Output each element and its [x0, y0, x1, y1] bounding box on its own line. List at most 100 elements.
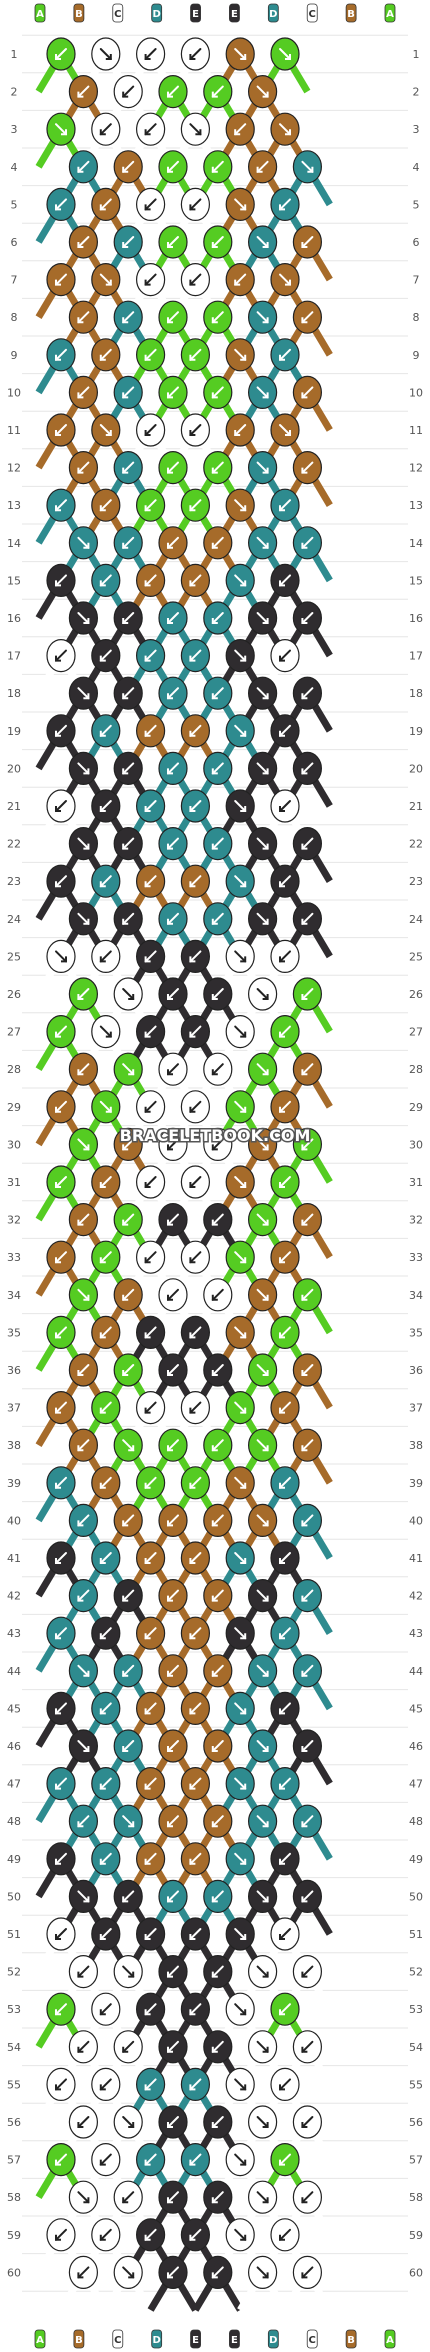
- row-number-left: 34: [7, 1289, 21, 1302]
- knot-arrow-icon: [55, 273, 67, 286]
- knot-arrow-icon: [211, 1288, 224, 1301]
- knot-arrowhead-icon: [99, 881, 106, 888]
- knot-arrow-icon: [279, 1852, 291, 1865]
- knot-arrowhead-icon: [279, 354, 285, 361]
- knot-arrowhead-icon: [122, 1896, 129, 1903]
- knot-arrowhead-icon: [240, 1482, 247, 1489]
- row-number-left: 59: [7, 2229, 21, 2242]
- knot-arrow-icon: [144, 1702, 157, 1715]
- knot-arrowhead-icon: [279, 881, 285, 888]
- knot-arrowhead-icon: [122, 2046, 129, 2053]
- knot-arrow-icon: [55, 1777, 67, 1790]
- knot-arrowhead-icon: [99, 1182, 106, 1188]
- knot-arrowhead-icon: [167, 1595, 173, 1602]
- knot-arrowhead-icon: [262, 1219, 269, 1226]
- knot-arrow-icon: [234, 1251, 247, 1264]
- knot-arrowhead-icon: [144, 580, 151, 587]
- row-number-left: 24: [7, 913, 21, 926]
- knot-arrow-icon: [99, 1702, 112, 1715]
- knot-arrow-icon: [234, 273, 247, 286]
- knot-arrow-icon: [301, 988, 314, 1000]
- knot-arrowhead-icon: [301, 768, 308, 775]
- knot-arrowhead-icon: [77, 1595, 84, 1602]
- knot-arrow-icon: [279, 1702, 291, 1715]
- row-number-left: 28: [7, 1063, 21, 1076]
- knot-arrowhead-icon: [99, 354, 106, 361]
- knot-arrowhead-icon: [167, 693, 173, 700]
- row-number-right: 32: [409, 1214, 423, 1227]
- knot-arrow-icon: [279, 2003, 291, 2016]
- row-number-left: 43: [7, 1627, 21, 1640]
- knot-arrowhead-icon: [301, 1821, 308, 1828]
- knot-arrow-icon: [122, 1138, 135, 1151]
- knot-arrowhead-icon: [240, 1858, 247, 1865]
- knot-arrowhead-icon: [211, 768, 218, 775]
- row-number-right: 33: [409, 1251, 423, 1264]
- row-number-left: 35: [7, 1326, 21, 1339]
- strand-label-bottom-swatch: [384, 2329, 396, 2349]
- knot-arrowhead-icon: [167, 1445, 173, 1452]
- knot-arrowhead-icon: [285, 129, 291, 136]
- row-number-left: 56: [7, 2116, 21, 2129]
- knot-arrow-icon: [279, 2228, 291, 2241]
- knot-arrow-icon: [167, 912, 179, 925]
- knot-arrow-icon: [279, 1476, 291, 1489]
- knot-arrow-icon: [99, 2153, 112, 2166]
- knot-arrow-icon: [167, 1138, 179, 1151]
- knot-arrow-icon: [256, 536, 269, 549]
- knot-arrow-icon: [144, 1326, 157, 1339]
- knot-arrow-icon: [256, 1063, 269, 1076]
- knot-arrowhead-icon: [240, 1106, 247, 1113]
- knot-arrowhead-icon: [55, 1031, 61, 1038]
- knot-arrowhead-icon: [55, 430, 61, 436]
- knot-arrowhead-icon: [122, 542, 129, 549]
- knot-arrow-icon: [211, 1815, 224, 1828]
- knot-arrowhead-icon: [189, 730, 196, 737]
- knot-arrowhead-icon: [279, 1633, 285, 1640]
- knot-arrowhead-icon: [128, 1971, 135, 1978]
- knot-arrowhead-icon: [99, 655, 106, 662]
- knot-arrowhead-icon: [144, 1257, 151, 1264]
- row-number-left: 45: [7, 1702, 21, 1715]
- knot-arrowhead-icon: [55, 1407, 61, 1414]
- knot-arrow-icon: [167, 1288, 179, 1301]
- knot-arrowhead-icon: [144, 430, 151, 436]
- knot-arrow-icon: [167, 687, 179, 700]
- knot-arrowhead-icon: [167, 242, 173, 248]
- knot-arrowhead-icon: [83, 542, 90, 549]
- knot-arrow-icon: [256, 1364, 269, 1376]
- knot-arrowhead-icon: [144, 129, 151, 136]
- knot-arrow-icon: [234, 649, 247, 662]
- knot-arrowhead-icon: [211, 1219, 218, 1226]
- knot-arrow-icon: [211, 1364, 224, 1376]
- knot-arrow-icon: [144, 950, 157, 963]
- knot-arrowhead-icon: [144, 1332, 151, 1339]
- row-number-left: 15: [7, 574, 21, 587]
- knot-arrow-icon: [55, 48, 67, 60]
- knot-arrowhead-icon: [55, 1633, 61, 1640]
- knot-arrow-icon: [55, 1326, 67, 1339]
- knot-arrow-icon: [55, 1852, 67, 1865]
- strand-label-bottom: D: [153, 2335, 161, 2346]
- knot-arrowhead-icon: [144, 2159, 151, 2166]
- knot-arrowhead-icon: [99, 2159, 106, 2166]
- knot-arrowhead-icon: [189, 1858, 196, 1865]
- knot-arrow-icon: [256, 311, 269, 324]
- strand-label-bottom: A: [386, 2335, 394, 2346]
- knot-arrowhead-icon: [279, 1106, 285, 1113]
- knot-arrow-icon: [301, 1740, 314, 1752]
- knot-arrow-icon: [144, 1852, 157, 1865]
- knot-arrow-icon: [301, 1364, 314, 1376]
- row-number-left: 38: [7, 1439, 21, 1452]
- row-number-left: 32: [7, 1214, 21, 1227]
- knot-arrowhead-icon: [189, 54, 196, 60]
- knot-arrowhead-icon: [55, 1332, 61, 1339]
- knot-arrow-icon: [55, 198, 67, 211]
- row-number-right: 2: [413, 86, 420, 99]
- knot-arrowhead-icon: [189, 881, 196, 888]
- row-number-right: 49: [409, 1853, 423, 1866]
- knot-arrow-icon: [55, 1627, 67, 1640]
- knot-arrowhead-icon: [301, 693, 308, 700]
- strand-label-top: C: [309, 9, 316, 20]
- knot-arrowhead-icon: [189, 1182, 196, 1188]
